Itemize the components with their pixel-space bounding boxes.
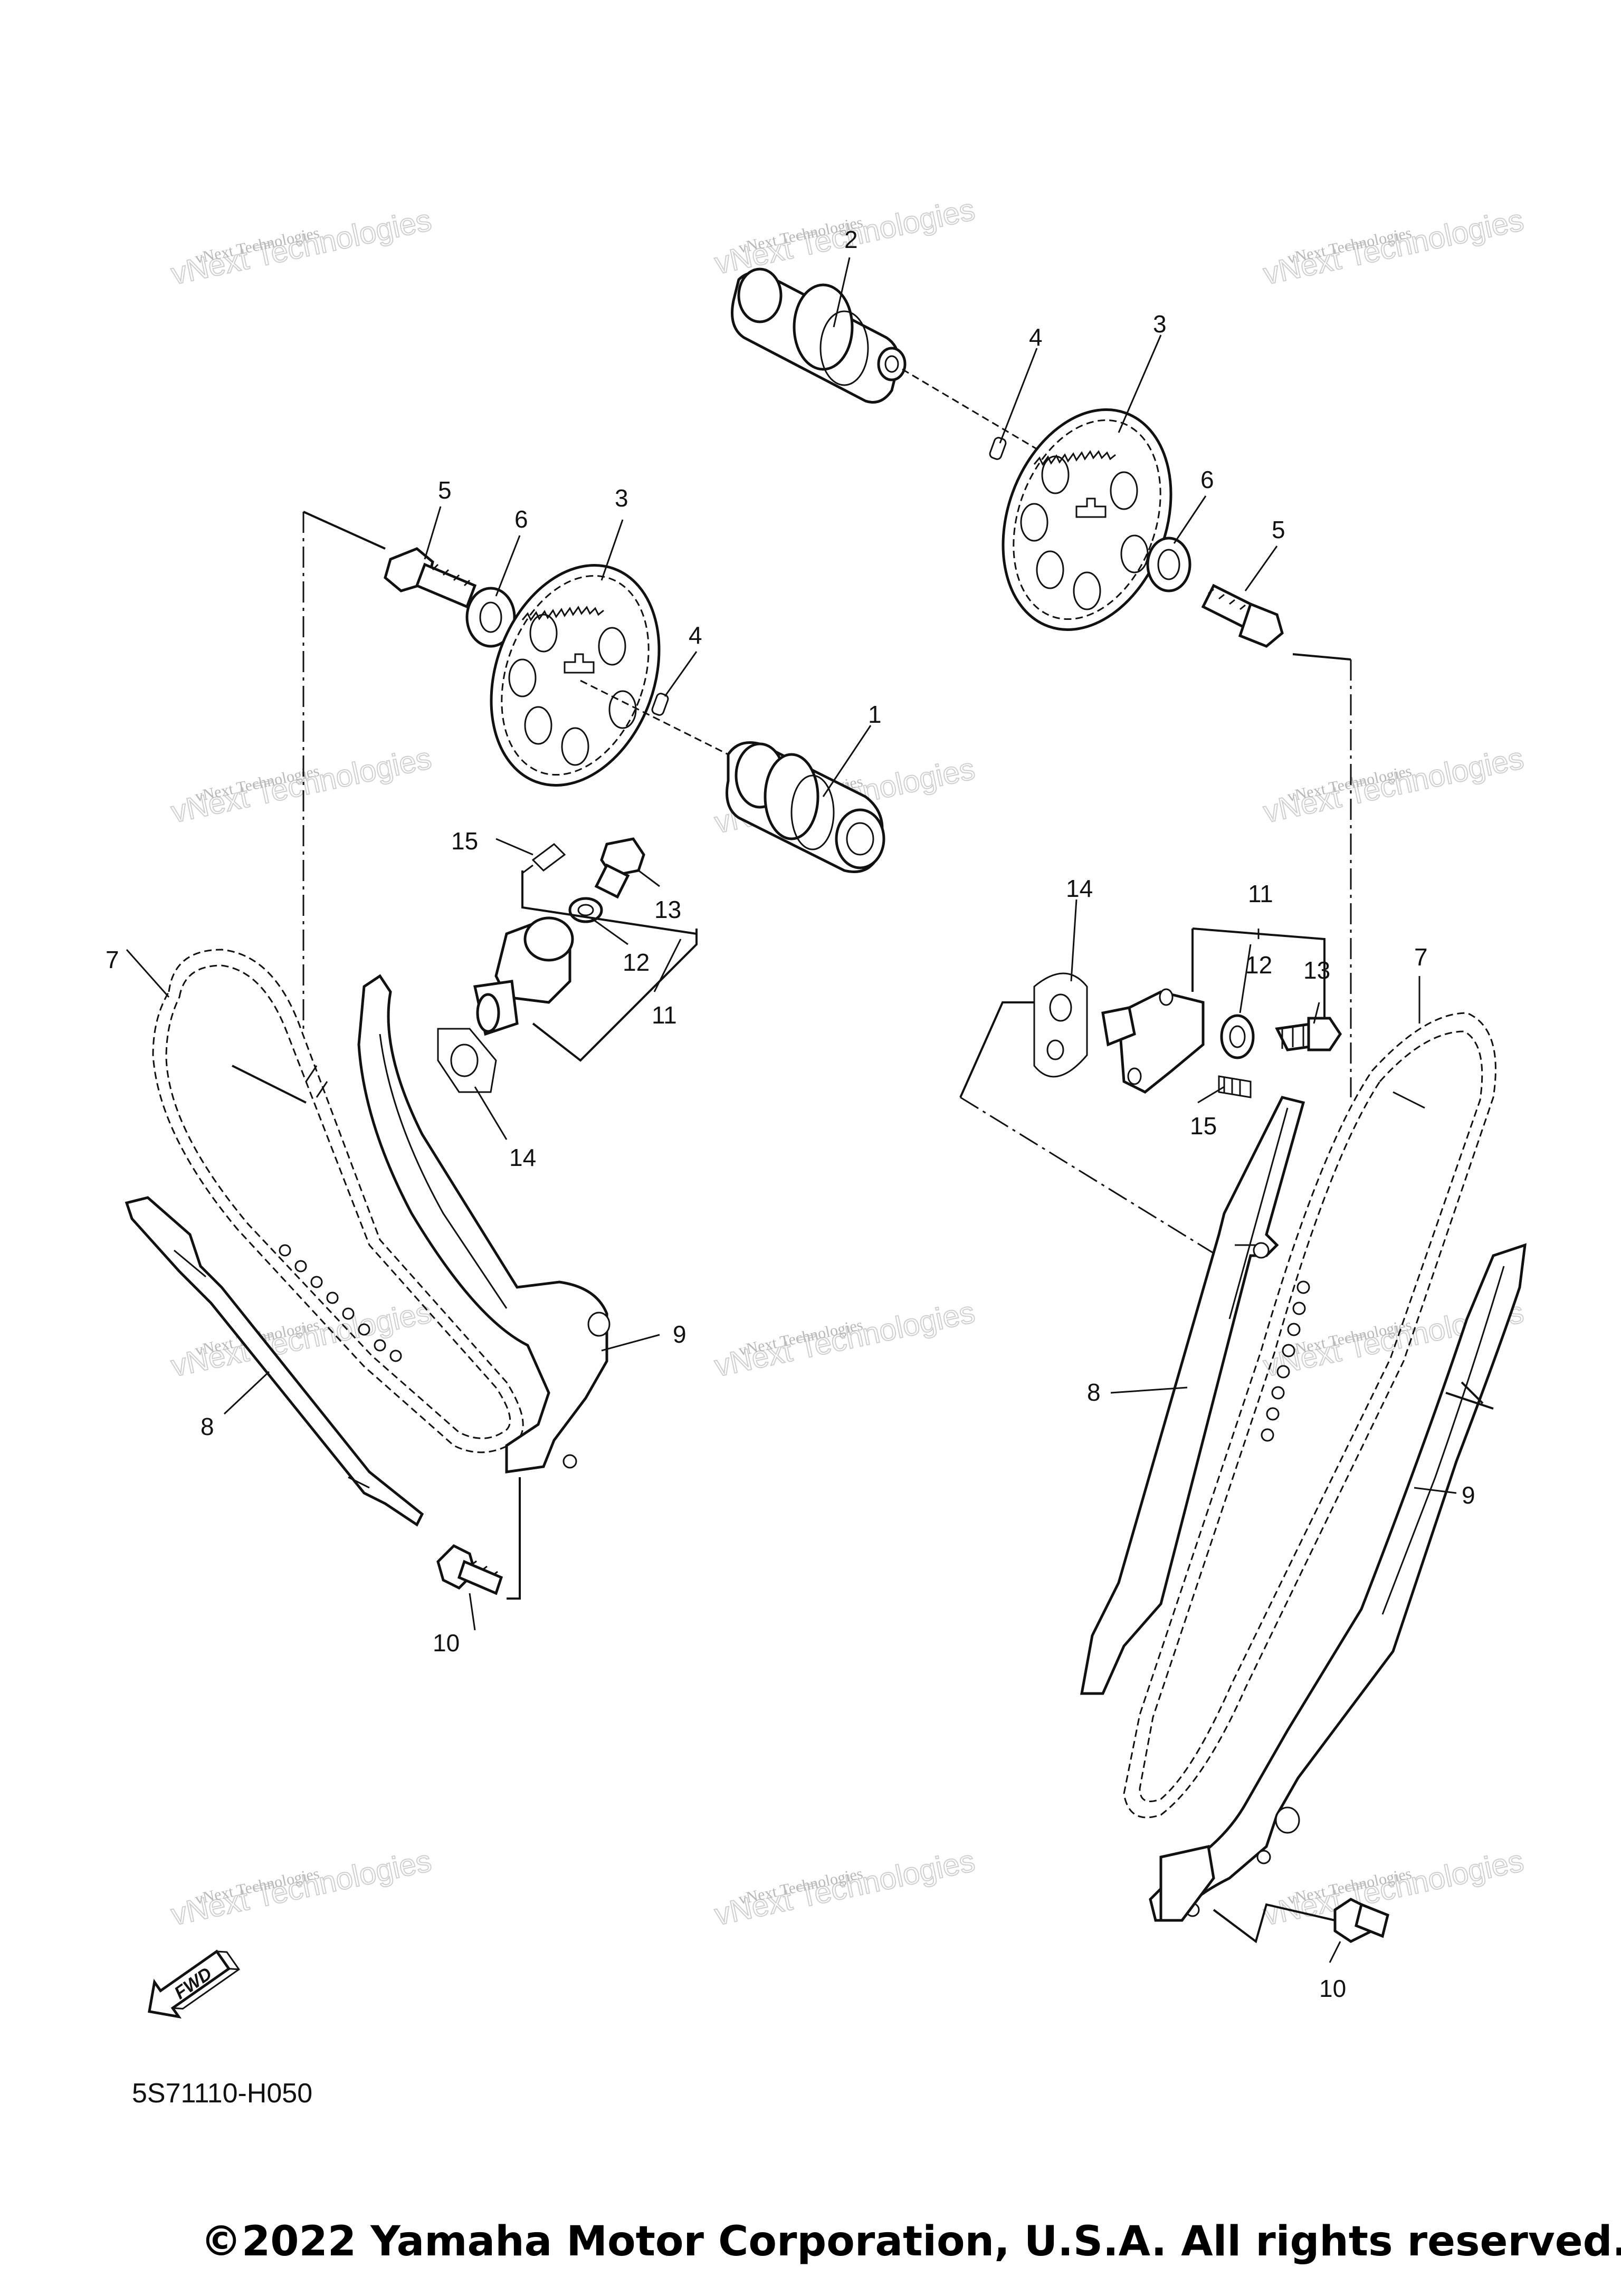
washer-6-right <box>1146 537 1191 592</box>
callout-10-left: 10 <box>433 1629 460 1657</box>
bolt-15-left <box>522 843 566 874</box>
watermark: vNext Technologies vNext Technologies <box>168 1294 435 1384</box>
tensioner-11-right <box>1101 988 1205 1094</box>
watermark: vNext Technologies vNext Technologies <box>1260 202 1527 292</box>
watermark: vNext Technologies vNext Technologies <box>168 202 435 292</box>
callout-10-right: 10 <box>1319 1975 1346 2002</box>
fwd-arrow-icon: FWD <box>148 1949 240 2019</box>
callout-8-right: 8 <box>1087 1379 1101 1406</box>
bolt-13-right <box>1275 1017 1342 1051</box>
watermark: vNext Technologies vNext Technologies <box>1260 740 1527 830</box>
callout-15-left: 15 <box>451 827 478 855</box>
callout-12-right: 12 <box>1245 951 1272 979</box>
chain-guide-9-right <box>1149 1243 1527 1922</box>
callout-5-left: 5 <box>438 476 452 504</box>
callout-2: 2 <box>844 226 858 253</box>
camshaft-2 <box>731 267 907 404</box>
copyright-notice: ©2022 Yamaha Motor Corporation, U.S.A. A… <box>201 2218 1621 2265</box>
callout-13-right: 13 <box>1303 956 1330 984</box>
bolt-13-left <box>594 837 645 899</box>
callout-11-left: 11 <box>652 1001 677 1029</box>
watermark: vNext Technologies vNext Technologies <box>1260 1843 1527 1933</box>
callout-5-right: 5 <box>1272 516 1285 543</box>
callout-9-left: 9 <box>673 1321 686 1348</box>
tensioner-11-left <box>473 916 574 1036</box>
callout-labels: 2 4 3 6 5 5 6 3 4 1 15 13 12 11 14 7 8 9… <box>106 226 1475 2002</box>
bolt-10-right <box>1333 1898 1389 1943</box>
callout-14-right: 14 <box>1066 875 1093 902</box>
bolt-10-left <box>436 1544 503 1595</box>
camshaft-1 <box>726 741 885 873</box>
washer-12-right <box>1220 1014 1255 1059</box>
callout-3-lower: 3 <box>615 484 628 512</box>
cam-sprocket-3-upper <box>1002 408 1172 631</box>
callout-14-left: 14 <box>509 1144 536 1171</box>
callout-4-lower: 4 <box>689 621 702 649</box>
chain-guide-8-left <box>125 1196 424 1527</box>
callout-4-upper: 4 <box>1029 323 1043 351</box>
callout-1: 1 <box>868 701 882 728</box>
dowel-pin-4-lower <box>651 693 669 716</box>
bolt-15-right <box>1218 1075 1252 1098</box>
chain-7-right <box>1123 1012 1496 1819</box>
callout-8-left: 8 <box>201 1413 214 1440</box>
callout-7-left: 7 <box>106 946 119 973</box>
callout-7-right: 7 <box>1414 943 1428 971</box>
chain-guide-8-right <box>1080 1096 1305 1695</box>
callout-6-left: 6 <box>514 505 528 533</box>
watermark: vNext Technologies vNext Technologies <box>711 1843 978 1933</box>
chain-links-right <box>1261 1280 1310 1442</box>
cam-sprocket-3-lower <box>490 564 661 787</box>
watermark: vNext Technologies vNext Technologies <box>711 1294 978 1384</box>
gasket-14-left <box>437 1028 497 1093</box>
callout-6-right: 6 <box>1200 466 1214 493</box>
callout-12-left: 12 <box>623 949 650 976</box>
dowel-pin-4-upper <box>989 437 1007 460</box>
leader-lines <box>126 257 1457 1963</box>
chain-guide-9-left <box>357 974 611 1474</box>
bolt-5-left <box>384 547 477 609</box>
chain-links-left <box>279 1244 402 1362</box>
callout-13-left: 13 <box>654 896 681 923</box>
callout-11-right: 11 <box>1248 880 1273 907</box>
chain-7-left <box>152 949 524 1453</box>
washer-6-left <box>465 587 516 648</box>
diagram-code: 5S71110-H050 <box>132 2078 312 2109</box>
callout-15-right: 15 <box>1190 1112 1217 1140</box>
callout-9-right: 9 <box>1462 1481 1475 1509</box>
bolt-5-right <box>1201 583 1284 648</box>
watermark: vNext Technologies vNext Technologies <box>168 1843 435 1933</box>
watermark: vNext Technologies vNext Technologies <box>168 740 435 830</box>
callout-3-upper: 3 <box>1153 310 1167 338</box>
gasket-14-right <box>1033 972 1088 1078</box>
